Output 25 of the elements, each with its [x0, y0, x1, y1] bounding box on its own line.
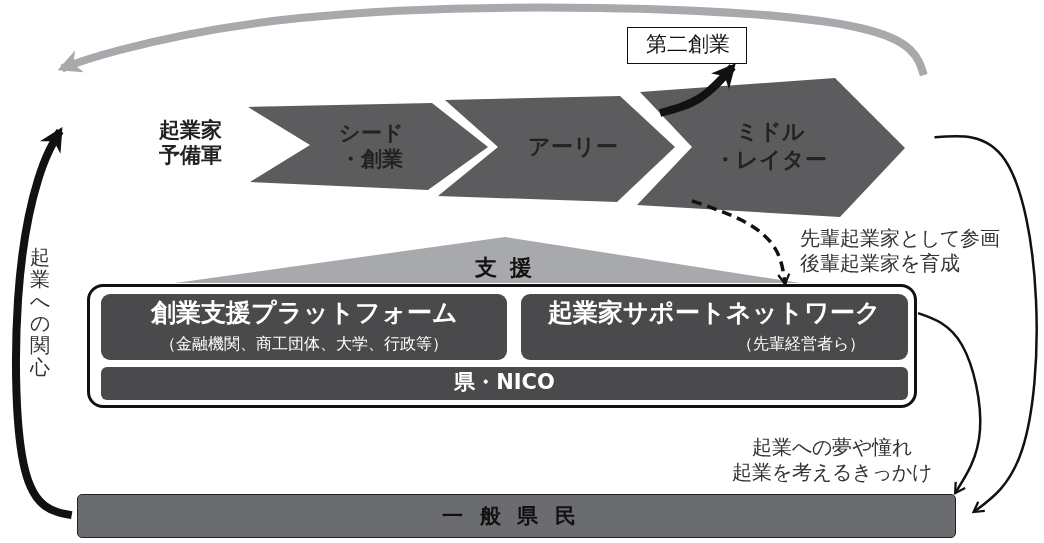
curved-arrow: [934, 134, 1038, 514]
band-label: 一般県民: [440, 504, 595, 530]
group-frame: [87, 284, 917, 408]
panel: [101, 294, 507, 360]
stage-label: シード・創業: [337, 120, 405, 173]
curved-arrow: [917, 311, 982, 495]
panel-title: 創業支援プラットフォーム: [149, 298, 459, 328]
edge-label: 起業への夢や憧れ起業を考えるきっかけ: [732, 435, 933, 485]
stage-label: 起業家予備軍: [157, 118, 223, 169]
edge-label: 先輩起業家として参画後輩起業家を育成: [800, 226, 1001, 276]
stage-label: アーリー: [527, 134, 619, 161]
wedge-label: 支援: [473, 255, 547, 282]
band-label: 県・NICO: [453, 370, 556, 396]
panel-subtitle: （先輩経営者ら）: [736, 334, 866, 354]
panel-title: 起業家サポートネットワーク: [547, 298, 882, 328]
curved-thick-arrow: [57, 3, 928, 77]
band: [101, 367, 908, 400]
panel-subtitle: （金融機関、商工団体、大学、行政等）: [159, 334, 449, 354]
curved-thick-arrow: [12, 126, 73, 520]
label-box: [627, 27, 747, 64]
stage-label: ミドル・レイター: [712, 118, 828, 173]
box-label: 第二創業: [645, 32, 731, 58]
band: [77, 494, 956, 538]
panel: [521, 294, 908, 360]
edge-label: 起業への関心: [30, 246, 50, 378]
